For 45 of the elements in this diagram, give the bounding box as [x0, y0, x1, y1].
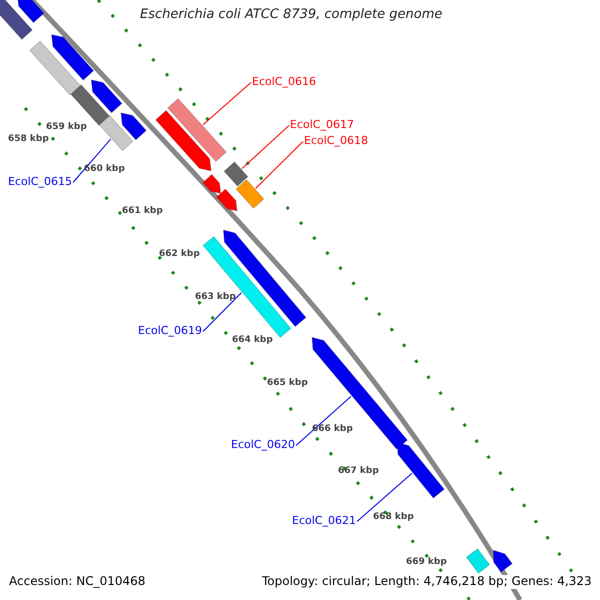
gene-bar [29, 40, 81, 96]
leader-line [356, 472, 412, 522]
gene-feature [90, 79, 123, 114]
gene-label: EcolC_0617 [290, 119, 354, 132]
gene-feature [16, 0, 45, 24]
gene-bar [235, 178, 265, 210]
gene-label: EcolC_0620 [231, 439, 295, 452]
tick-label: 659 kbp [46, 122, 87, 132]
gene-feature [120, 112, 147, 141]
leader-line [72, 138, 112, 183]
gene-label: EcolC_0615 [8, 176, 72, 189]
gene-feature [51, 34, 94, 81]
tick-label: 660 kbp [84, 164, 125, 174]
gene-label: EcolC_0621 [292, 515, 356, 528]
leader-line [202, 82, 252, 126]
footer-text: Accession: NC_010468 [9, 575, 146, 589]
gene-label: EcolC_0619 [138, 325, 202, 338]
gene-bar [223, 161, 249, 187]
gene-label: EcolC_0618 [304, 135, 368, 148]
tick-label: 664 kbp [232, 335, 273, 346]
tick-label: 665 kbp [267, 378, 308, 388]
gene-feature [311, 336, 408, 450]
tick-label: 669 kbp [406, 557, 447, 568]
leader-line [296, 396, 352, 446]
leader-line [255, 141, 304, 189]
gene-bar [98, 114, 134, 152]
gene-bar [167, 98, 227, 162]
tick-label: 662 kbp [159, 249, 200, 260]
tick-label: 658 kbp [8, 134, 49, 144]
gene-bar [466, 548, 490, 574]
gene-feature [202, 174, 222, 194]
gene-feature [216, 188, 238, 212]
tick-label: 661 kbp [122, 206, 163, 216]
gene-label: EcolC_0616 [252, 76, 316, 89]
gene-feature [396, 442, 445, 499]
footer-text: Topology: circular; Length: 4,746,218 bp; Genes: 4,323 [262, 575, 592, 589]
tick-label: 667 kbp [338, 466, 379, 476]
gene-bar [0, 0, 33, 40]
gene-feature [155, 110, 212, 172]
gene-feature [492, 550, 513, 573]
leader-line [202, 292, 242, 332]
title: Escherichia coli ATCC 8739, complete genome [140, 8, 442, 23]
leader-line [241, 125, 290, 170]
tick-label: 663 kbp [195, 292, 236, 302]
tick-label: 668 kbp [373, 512, 414, 522]
